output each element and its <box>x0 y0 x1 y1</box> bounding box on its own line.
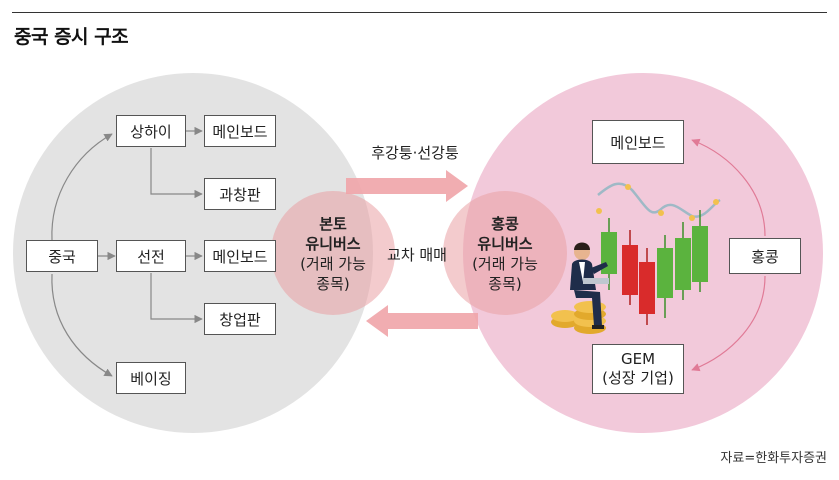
northbound-arrow <box>346 170 468 202</box>
businessman-figure <box>570 242 609 329</box>
source-note: 자료=한화투자증권 <box>720 451 827 466</box>
china-box: 중국 <box>26 240 98 272</box>
hongkong-to-gem-arrow <box>691 275 766 372</box>
hongkong-to-main-arrow <box>691 138 766 237</box>
candle-green-4 <box>692 226 708 282</box>
connect-label: 후강퉁·선강퉁 <box>371 144 459 162</box>
shenzhen-main-board-box: 메인보드 <box>204 240 276 272</box>
candle-red-2 <box>639 262 655 314</box>
top-rule <box>12 12 827 13</box>
southbound-arrow <box>366 305 478 337</box>
candle-green-2 <box>657 248 673 298</box>
star-market-box: 과창판 <box>204 178 276 210</box>
mainland-universe-circle <box>271 191 395 315</box>
trend-line <box>597 182 721 218</box>
candle-green-3 <box>675 238 691 290</box>
mainland-circle <box>13 73 373 433</box>
china-to-shanghai-arrow <box>51 133 113 241</box>
shanghai-to-star-arrow <box>150 148 203 199</box>
gem-subtitle: (성장 기업) <box>602 369 674 387</box>
shanghai-box: 상하이 <box>116 115 186 147</box>
mainland-universe-label: 본토 유니버스 (거래 가능 종목) <box>300 215 366 293</box>
shanghai-main-board-box: 메인보드 <box>204 115 276 147</box>
gem-box: GEM (성장 기업) <box>592 344 684 394</box>
shenzhen-box: 선전 <box>116 240 186 272</box>
beijing-box: 베이징 <box>116 362 186 394</box>
candle-red-1 <box>622 245 638 295</box>
chinext-box: 창업판 <box>204 303 276 335</box>
gem-title: GEM <box>620 350 656 368</box>
china-to-beijing-arrow <box>51 273 113 377</box>
hongkong-box: 홍콩 <box>729 238 801 274</box>
page-title: 중국 증시 구조 <box>14 26 129 48</box>
cross-trading-label: 교차 매매 <box>387 246 447 264</box>
hk-universe-label: 홍콩 유니버스 (거래 가능 종목) <box>472 215 538 293</box>
shenzhen-to-chinext-arrow <box>150 273 203 324</box>
hk-universe-circle <box>443 191 567 315</box>
hongkong-circle <box>463 73 823 433</box>
candlestick-illustration <box>551 182 721 334</box>
hk-main-board-box: 메인보드 <box>592 120 684 164</box>
